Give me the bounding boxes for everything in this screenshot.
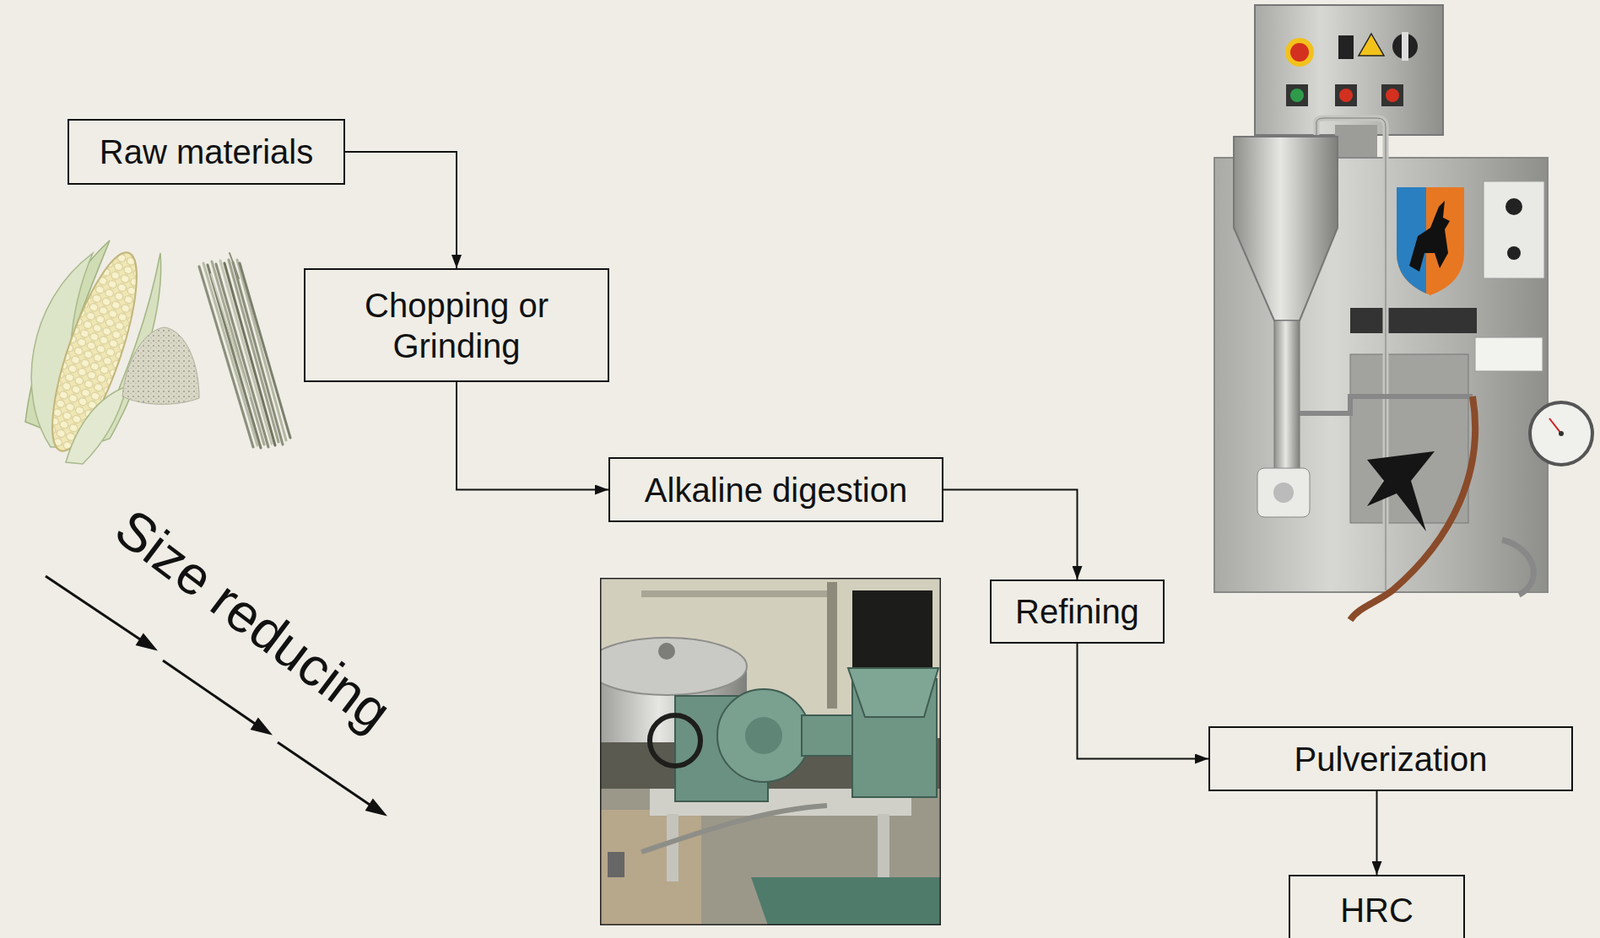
- homogenizer-photo-part: [1273, 482, 1294, 503]
- homogenizer-photo-part: [1358, 33, 1384, 56]
- homogenizer-photo-part: [1350, 308, 1477, 334]
- flow-arrow: [456, 382, 609, 491]
- refiner-photo-part: [658, 643, 676, 660]
- straw-bundle-part: [237, 259, 287, 441]
- corn-illustration-part: [65, 386, 127, 465]
- refiner-photo-part: [600, 578, 941, 926]
- homogenizer-photo-part: [1401, 32, 1409, 61]
- refiner-photo-part: [607, 852, 625, 878]
- straw-bundle: [199, 253, 291, 449]
- homogenizer-photo-part: [1475, 337, 1543, 372]
- process-box: Raw materials: [67, 118, 346, 185]
- box-text: Raw materials: [99, 131, 314, 173]
- straw-bundle-part: [229, 253, 239, 279]
- straw-bundle-part: [216, 264, 269, 448]
- homogenizer-photo-part: [1286, 84, 1309, 107]
- annotation-label: Size reducing: [104, 497, 402, 743]
- homogenizer-photo-part: [1290, 43, 1309, 62]
- refiner-photo-part: [827, 582, 838, 709]
- box-text: Alkaline digestion: [644, 470, 908, 511]
- homogenizer-photo-part: [1367, 451, 1435, 532]
- refiner-photo-part: [600, 789, 941, 926]
- refiner-photo-part: [877, 814, 890, 882]
- size-arrows-part: [367, 800, 384, 815]
- refiner-photo-part: [600, 578, 941, 926]
- box-text: Pulverization: [1293, 739, 1487, 780]
- box-text: Refining: [1015, 591, 1140, 633]
- flow-arrow: [943, 490, 1078, 581]
- size-arrows-part: [277, 742, 375, 809]
- homogenizer-photo-part: [1335, 124, 1378, 159]
- size-arrows-part: [162, 660, 260, 728]
- process-box: Chopping or Grinding: [303, 268, 610, 383]
- refiner-photo-part: [666, 814, 679, 882]
- homogenizer-photo-part: [1299, 396, 1473, 414]
- homogenizer-photo-part: [1549, 418, 1562, 434]
- box-text: Chopping or Grinding: [317, 285, 596, 367]
- straw-bundle-part: [232, 262, 283, 445]
- process-box: Alkaline digestion: [608, 457, 944, 523]
- homogenizer-photo-part: [1483, 181, 1545, 279]
- refiner-photo-part: [751, 877, 941, 926]
- homogenizer-photo-part: [1290, 88, 1304, 103]
- powder-pile-part: [122, 327, 200, 405]
- size-arrows-part: [137, 635, 155, 649]
- process-box: Pulverization: [1208, 726, 1573, 792]
- homogenizer-photo-part: [1502, 540, 1534, 595]
- refiner-photo-part: [600, 637, 747, 696]
- homogenizer-photo-part: [1338, 35, 1354, 60]
- powder-pile: [122, 327, 200, 405]
- refiner-photo-part: [717, 689, 811, 783]
- homogenizer-photo-part: [1409, 200, 1450, 272]
- process-box: Refining: [989, 579, 1165, 644]
- size-arrows-part: [45, 576, 146, 644]
- refiner-photo-part: [641, 590, 836, 598]
- flow-arrow: [345, 151, 457, 269]
- homogenizer-photo: [1214, 5, 1593, 621]
- homogenizer-photo-part: [1339, 88, 1353, 103]
- homogenizer-photo-part: [1385, 88, 1400, 103]
- refiner-photo: [600, 578, 941, 926]
- homogenizer-photo-part: [1335, 84, 1357, 107]
- homogenizer-photo-part: [1505, 198, 1523, 216]
- refiner-photo-part: [649, 715, 701, 767]
- flow-arrow: [1077, 643, 1210, 760]
- box-text: HRC: [1340, 890, 1414, 931]
- process-box: HRC: [1288, 875, 1465, 938]
- size-arrows-part: [252, 719, 270, 734]
- homogenizer-photo-part: [1350, 396, 1476, 621]
- refiner-photo-part: [600, 810, 702, 926]
- refiner-photo-part: [848, 668, 939, 718]
- homogenizer-photo-part: [1396, 187, 1465, 296]
- flow-arrow: [1376, 791, 1379, 876]
- straw-bundle-part: [211, 261, 265, 445]
- straw-bundle-part: [210, 274, 250, 397]
- straw-bundle-part: [224, 263, 276, 446]
- homogenizer-photo-part: [1274, 320, 1300, 477]
- homogenizer-photo-part: [1381, 84, 1404, 107]
- homogenizer-photo-part: [1233, 136, 1338, 321]
- homogenizer-photo-part: [1507, 246, 1521, 260]
- homogenizer-photo-part: [1285, 37, 1314, 67]
- straw-bundle-part: [207, 264, 261, 449]
- homogenizer-photo-part: [1257, 468, 1310, 518]
- refiner-photo-part: [641, 805, 828, 853]
- refiner-photo-part: [745, 717, 783, 755]
- homogenizer-photo-part: [1558, 431, 1564, 437]
- homogenizer-photo-part: [1529, 402, 1593, 465]
- straw-bundle-part: [239, 263, 291, 438]
